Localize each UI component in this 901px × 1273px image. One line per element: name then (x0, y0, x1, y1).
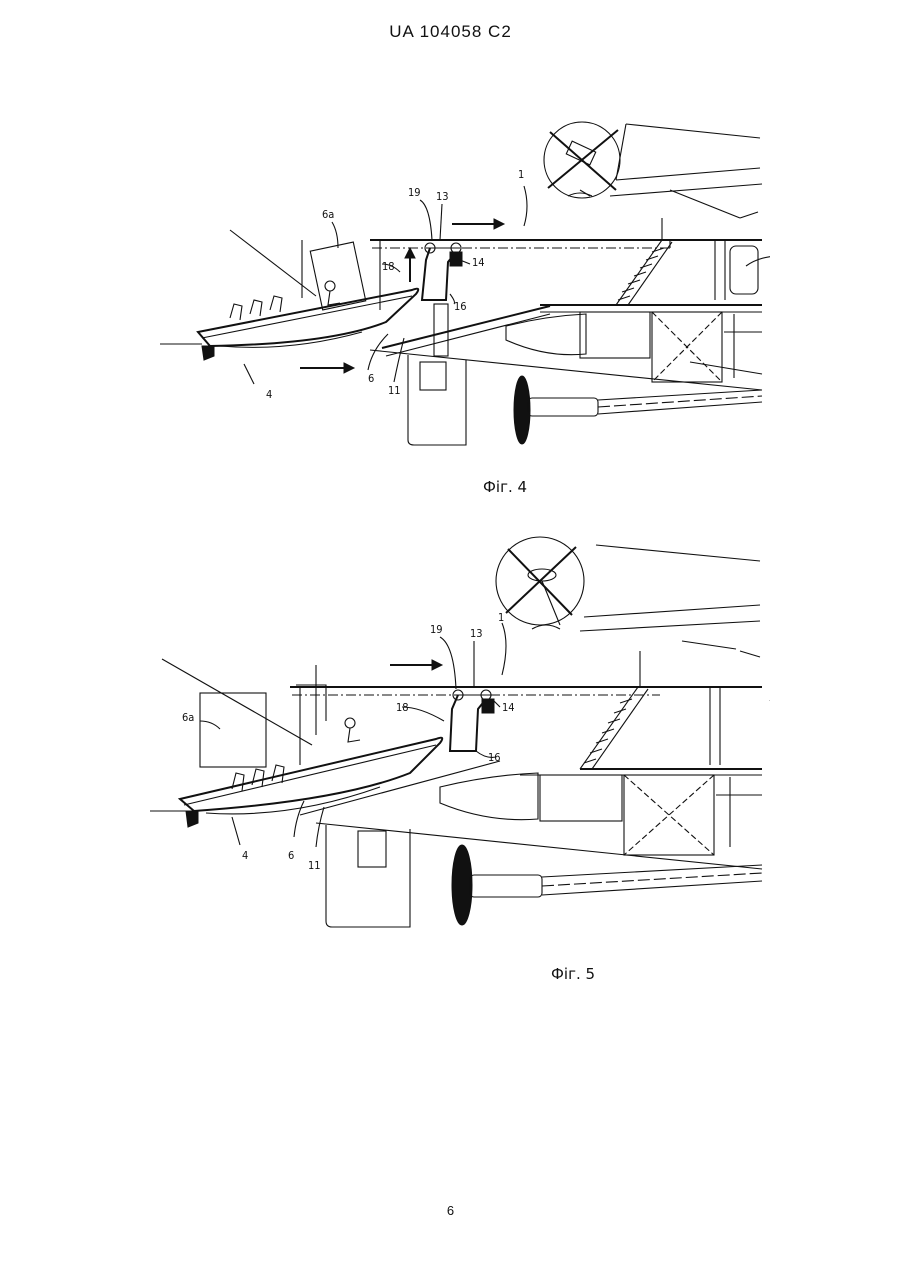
fig4-label-6a: 6а (322, 208, 334, 221)
fig5-motion-arrows (390, 660, 442, 670)
fig4-label-6: 6 (368, 372, 374, 385)
figure-5-drawing: 19 13 1 6а 18 14 16 3 4 6 11 (140, 525, 770, 945)
fig5-label-19: 19 (430, 623, 443, 636)
figure-4-drawing: 19 13 1 6а 18 14 16 3 4 6 11 (150, 100, 770, 460)
fig4-upper-structure (610, 124, 762, 218)
fig5-upper-structure (580, 545, 760, 657)
fig5-label-13: 13 (470, 627, 483, 640)
fig5-label-14: 14 (502, 701, 515, 714)
fig5-label-6: 6 (288, 849, 294, 862)
fig4-label-19: 19 (408, 186, 421, 199)
fig4-label-4: 4 (266, 388, 272, 401)
fig4-motion-arrows (300, 219, 504, 373)
fig4-helicopter-rotor (544, 122, 620, 198)
fig5-label-1: 1 (498, 611, 504, 624)
page-number: 6 (0, 1203, 901, 1218)
fig5-label-4: 4 (242, 849, 248, 862)
fig4-label-16: 16 (454, 300, 467, 313)
fig5-label-18: 18 (396, 701, 409, 714)
fig5-label-11: 11 (308, 859, 321, 872)
figure-4-caption: Фіг. 4 (483, 478, 527, 496)
fig4-label-14: 14 (472, 256, 485, 269)
fig5-label-6a: 6а (182, 711, 194, 724)
fig4-label-18: 18 (382, 260, 395, 273)
fig5-leader-lines (200, 623, 770, 847)
fig5-davit (450, 690, 494, 751)
fig4-label-11: 11 (388, 384, 401, 397)
fig4-label-13: 13 (436, 190, 449, 203)
fig5-boat (150, 659, 442, 827)
document-id: UA 104058 C2 (0, 22, 901, 42)
fig5-label-16: 16 (488, 751, 501, 764)
figure-5-caption: Фіг. 5 (551, 965, 595, 983)
fig5-helicopter-rotor (496, 537, 584, 629)
fig4-label-1: 1 (518, 168, 524, 181)
